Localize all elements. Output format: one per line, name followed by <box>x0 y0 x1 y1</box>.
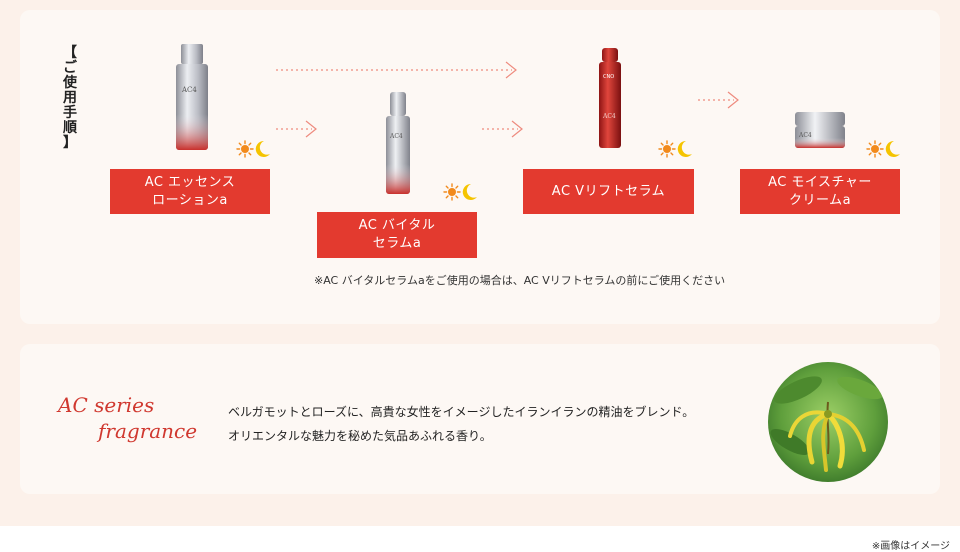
fragrance-script-title: AC series fragrance <box>52 392 198 444</box>
step-label-vital-serum: AC バイタル セラムa <box>317 212 477 258</box>
title-char: ご <box>63 60 77 76</box>
fragrance-line-1: ベルガモットとローズに、高貴な女性をイメージしたイランイランの精油をブレンド。 <box>228 405 695 419</box>
step-label-essence-lotion: AC エッセンス ローションa <box>110 169 270 214</box>
dotted-arrow-icon <box>482 120 523 138</box>
svg-text:AC4: AC4 <box>389 133 403 140</box>
script-line-2: fragrance <box>98 419 198 443</box>
moisture-cream-jar-image: AC4 <box>795 112 845 148</box>
title-char: 】 <box>63 135 77 151</box>
title-char: 順 <box>63 120 77 136</box>
title-char: 手 <box>63 105 77 121</box>
sun-moon-icon <box>443 183 477 201</box>
title-char: 使 <box>63 75 77 91</box>
svg-text:AC4: AC4 <box>602 113 616 120</box>
essence-lotion-bottle-image: AC4 <box>176 44 208 150</box>
sun-moon-icon <box>236 140 270 158</box>
v-lift-serum-bottle-image: CNO AC4 <box>599 48 621 148</box>
fragrance-line-2: オリエンタルな魅力を秘めた気品あふれる香り。 <box>228 429 492 443</box>
dotted-arrow-icon <box>276 120 317 138</box>
fragrance-description: ベルガモットとローズに、高貴な女性をイメージしたイランイランの精油をブレンド。 … <box>228 400 694 448</box>
svg-text:CNO: CNO <box>603 74 614 80</box>
image-disclaimer: ※画像はイメージ <box>871 541 950 552</box>
title-char: 【 <box>63 45 77 61</box>
usage-steps-title: 【 ご 使 用 手 順 】 <box>60 46 80 151</box>
title-char: 用 <box>63 90 77 106</box>
step-label-moisture-cream: AC モイスチャー クリームa <box>740 169 900 214</box>
dotted-arrow-icon <box>276 61 517 79</box>
usage-steps-panel <box>20 10 940 324</box>
usage-note: ※AC バイタルセラムaをご使用の場合は、AC Vリフトセラムの前にご使用くださ… <box>314 274 726 287</box>
vital-serum-bottle-image: AC4 <box>386 92 410 194</box>
sun-moon-icon <box>658 140 692 158</box>
svg-text:AC4: AC4 <box>798 132 812 139</box>
ylang-ylang-flower-image <box>768 362 888 482</box>
step-label-v-lift-serum: AC Vリフトセラム <box>523 169 694 214</box>
script-line-1: AC series <box>58 393 155 417</box>
sun-moon-icon <box>866 140 900 158</box>
dotted-arrow-icon <box>698 91 739 109</box>
svg-text:AC4: AC4 <box>181 86 197 94</box>
